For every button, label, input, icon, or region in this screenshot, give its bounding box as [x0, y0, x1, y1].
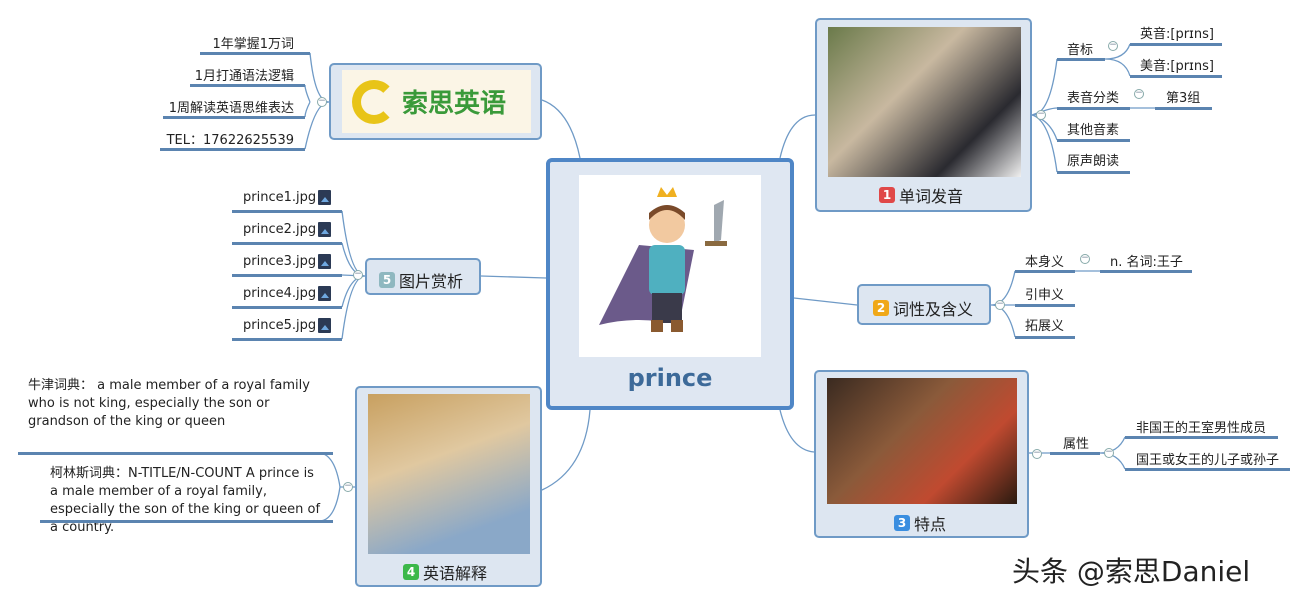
image-file[interactable]: prince3.jpg	[243, 254, 317, 269]
collapse-toggle[interactable]: −	[317, 96, 327, 107]
image-file[interactable]: prince4.jpg	[243, 286, 317, 301]
image-file-icon	[318, 286, 331, 301]
logo-item: 1月打通语法逻辑	[194, 69, 294, 84]
image-file-icon	[318, 254, 331, 269]
phonetic-label: 音标	[1067, 43, 1094, 58]
collapse-toggle[interactable]: −	[1134, 88, 1144, 99]
topic-logo[interactable]: 索思英语	[329, 63, 542, 140]
royal-couple-photo	[828, 27, 1021, 177]
feature-item: 国王或女王的儿子或孙子	[1136, 453, 1280, 468]
collapse-toggle[interactable]: −	[1032, 448, 1042, 459]
uk-pronunciation: 英音:[prɪns]	[1140, 27, 1214, 42]
expanded-meaning: 拓展义	[1025, 319, 1065, 334]
logo-icon	[352, 79, 396, 124]
topic-title: 单词发音	[899, 187, 964, 206]
group-value: 第3组	[1166, 91, 1201, 106]
central-topic-title: prince	[627, 364, 713, 392]
number-badge: 1	[879, 187, 895, 203]
other-phonemes: 其他音素	[1067, 123, 1120, 138]
basic-meaning-label: 本身义	[1025, 255, 1065, 270]
logo-item: 1年掌握1万词	[212, 37, 294, 52]
image-file-icon	[318, 222, 331, 237]
collapse-toggle[interactable]: −	[353, 269, 363, 280]
image-file[interactable]: prince1.jpg	[243, 190, 317, 205]
brand-logo: 索思英语	[342, 70, 531, 133]
boy-crown-photo	[827, 378, 1017, 504]
prince-portrait-photo	[368, 394, 530, 554]
audio-reading[interactable]: 原声朗读	[1067, 154, 1120, 169]
topic-title: 英语解释	[423, 564, 488, 583]
topic-title: 图片赏析	[399, 272, 464, 291]
feature-item: 非国王的王室男性成员	[1136, 421, 1267, 436]
number-badge: 4	[403, 564, 419, 580]
collapse-toggle[interactable]: −	[995, 299, 1005, 310]
image-file-icon	[318, 318, 331, 333]
image-file[interactable]: prince2.jpg	[243, 222, 317, 237]
oxford-definition: 牛津词典： a male member of a royal family wh…	[28, 378, 310, 429]
topic-title: 词性及含义	[893, 300, 974, 319]
watermark: 头条 @索思Daniel	[1012, 555, 1251, 588]
central-topic[interactable]: prince	[546, 158, 794, 410]
image-file[interactable]: prince5.jpg	[243, 318, 317, 333]
collapse-toggle[interactable]: −	[1080, 253, 1090, 264]
collins-definition: 柯林斯词典：N-TITLE/N-COUNT A prince is a male…	[50, 466, 321, 535]
number-badge: 5	[379, 272, 395, 288]
topic-title: 特点	[914, 515, 947, 534]
extended-meaning: 引申义	[1025, 288, 1065, 303]
collapse-toggle[interactable]: −	[343, 481, 353, 492]
logo-item: 1周解读英语思维表达	[168, 101, 294, 116]
number-badge: 3	[894, 515, 910, 531]
basic-meaning-value: n. 名词:王子	[1110, 255, 1183, 270]
category-label: 表音分类	[1067, 91, 1120, 106]
collapse-toggle[interactable]: −	[1108, 40, 1118, 51]
collapse-toggle[interactable]: −	[1036, 109, 1046, 120]
logo-text: 索思英语	[402, 89, 507, 119]
logo-item: TEL：17622625539	[166, 133, 294, 148]
attribute-label: 属性	[1063, 437, 1090, 452]
us-pronunciation: 美音:[prɪns]	[1140, 59, 1214, 74]
collapse-toggle[interactable]: −	[1104, 447, 1114, 458]
prince-cartoon-image	[579, 175, 761, 357]
number-badge: 2	[873, 300, 889, 316]
image-file-icon	[318, 190, 331, 205]
